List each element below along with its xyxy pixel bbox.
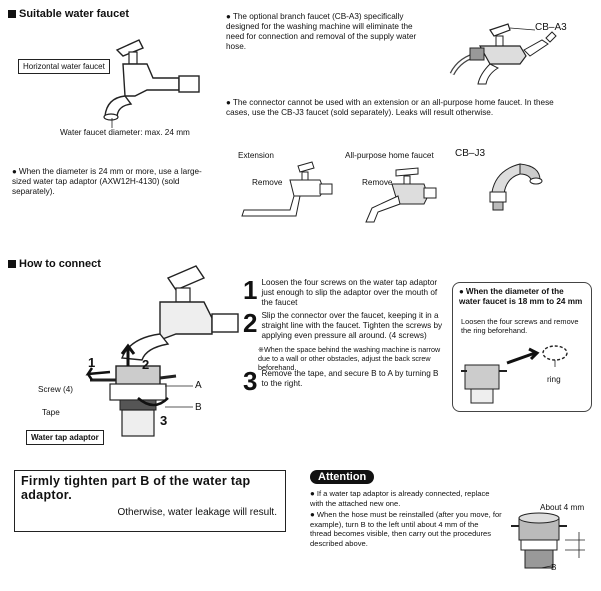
step-1: 1 Loosen the four screws on the water ta… <box>243 278 443 308</box>
horizontal-faucet-label: Horizontal water faucet <box>18 59 110 74</box>
allpurpose-faucet-illustration <box>362 164 442 224</box>
extension-faucet-illustration <box>234 160 334 220</box>
cb-j3-faucet-illustration <box>470 160 550 220</box>
step-3: 3 Remove the tape, and secure B to A by … <box>243 369 443 393</box>
ab-leader-lines <box>165 380 195 410</box>
step-number: 2 <box>243 311 257 341</box>
step-text: Slip the connector over the faucet, keep… <box>261 311 443 341</box>
ring-box-text: Loosen the four screws and remove the ri… <box>461 317 587 335</box>
step-2: 2 Slip the connector over the faucet, ke… <box>243 311 443 341</box>
tighten-warning-text: Otherwise, water leakage will result. <box>117 507 277 518</box>
horizontal-faucet-illustration <box>95 38 205 123</box>
fig-step1-number: 1 <box>88 355 95 370</box>
adaptor-thread-illustration <box>505 510 595 580</box>
heading-square-icon <box>8 10 16 18</box>
section-heading-faucet: Suitable water faucet <box>8 8 129 20</box>
large-diameter-note: When the diameter is 24 mm or more, use … <box>12 167 212 197</box>
branch-faucet-cb-a3-illustration <box>450 18 590 93</box>
cb-a3-label: CB–A3 <box>535 22 567 33</box>
remove-label-extension: Remove <box>252 178 283 188</box>
ring-removal-illustration <box>461 341 581 406</box>
step-text: Remove the tape, and secure B to A by tu… <box>261 369 443 393</box>
step2-note: ※When the space behind the washing machi… <box>258 345 443 372</box>
extension-warning-note: The connector cannot be used with an ext… <box>226 98 556 118</box>
ring-removal-box: When the diameter of the water faucet is… <box>452 282 592 412</box>
cb-j3-label: CB–J3 <box>455 148 485 159</box>
fig-step3-number: 3 <box>160 413 167 428</box>
attention-item-1: If a water tap adaptor is already connec… <box>310 489 502 508</box>
tape-label: Tape <box>42 408 60 418</box>
step-number: 1 <box>243 278 257 308</box>
branch-faucet-note: The optional branch faucet (CB-A3) speci… <box>226 12 431 52</box>
ring-label: ring <box>547 375 561 385</box>
attention-badge: Attention <box>310 470 374 484</box>
screw-label: Screw (4) <box>38 385 73 395</box>
attention-item-2: When the hose must be reinstalled (after… <box>310 510 502 548</box>
remove-label-allpurpose: Remove <box>362 178 393 188</box>
tighten-warning-box: Firmly tighten part B of the water tap a… <box>14 470 286 532</box>
fig-step2-number: 2 <box>142 357 149 372</box>
step-number: 3 <box>243 369 257 393</box>
allpurpose-label: All-purpose home faucet <box>345 151 434 161</box>
step-text: Loosen the four screws on the water tap … <box>261 278 443 308</box>
water-tap-adaptor-label: Water tap adaptor <box>26 430 104 445</box>
part-a-label: A <box>195 380 202 391</box>
attention-part-b-label: B <box>551 563 556 573</box>
heading-square-icon <box>8 260 16 268</box>
faucet-diameter-note: Water faucet diameter: max. 24 mm <box>60 128 190 138</box>
ring-box-title: When the diameter of the water faucet is… <box>459 287 585 307</box>
tighten-warning-title: Firmly tighten part B of the water tap a… <box>21 474 283 502</box>
part-b-label: B <box>195 402 202 413</box>
